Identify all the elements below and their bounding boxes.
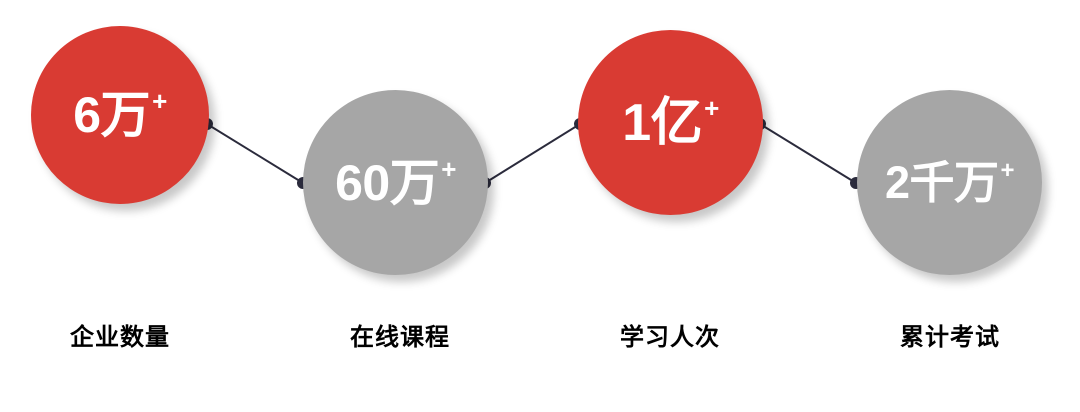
connector-line-3-4: [759, 123, 857, 184]
stat-bubble-enterprise-count: 6万+: [31, 26, 209, 204]
stat-value-number-learning-sessions: 1亿: [622, 93, 703, 152]
connector-3-4: [754, 118, 862, 189]
stat-bubble-online-courses: 60万+: [303, 90, 488, 275]
connector-line-2-3: [484, 123, 581, 184]
stat-value-number-online-courses: 60万: [335, 154, 440, 211]
stat-value-online-courses: 60万+: [335, 153, 456, 211]
stat-value-plus-learning-sessions: +: [704, 92, 719, 123]
stat-label-online-courses: 在线课程: [350, 324, 450, 351]
stat-bubble-cumulative-exams: 2千万+: [857, 90, 1042, 275]
stat-value-learning-sessions: 1亿+: [622, 92, 719, 152]
stat-value-number-enterprise-count: 6万: [73, 87, 151, 143]
stat-value-plus-cumulative-exams: +: [1000, 157, 1015, 184]
connector-line-1-2: [206, 123, 304, 184]
stat-value-cumulative-exams: 2千万+: [884, 157, 1015, 208]
connector-2-3: [479, 118, 586, 189]
stat-label-enterprise-count: 企业数量: [70, 324, 170, 351]
connector-1-2: [201, 118, 309, 189]
stat-value-enterprise-count: 6万+: [73, 86, 167, 143]
stat-label-learning-sessions: 学习人次: [620, 324, 720, 351]
stat-value-plus-enterprise-count: +: [152, 86, 167, 116]
stat-value-plus-online-courses: +: [441, 153, 456, 184]
stat-value-number-cumulative-exams: 2千万: [884, 157, 999, 208]
stat-label-cumulative-exams: 累计考试: [900, 324, 1000, 351]
stat-bubble-learning-sessions: 1亿+: [578, 30, 763, 215]
